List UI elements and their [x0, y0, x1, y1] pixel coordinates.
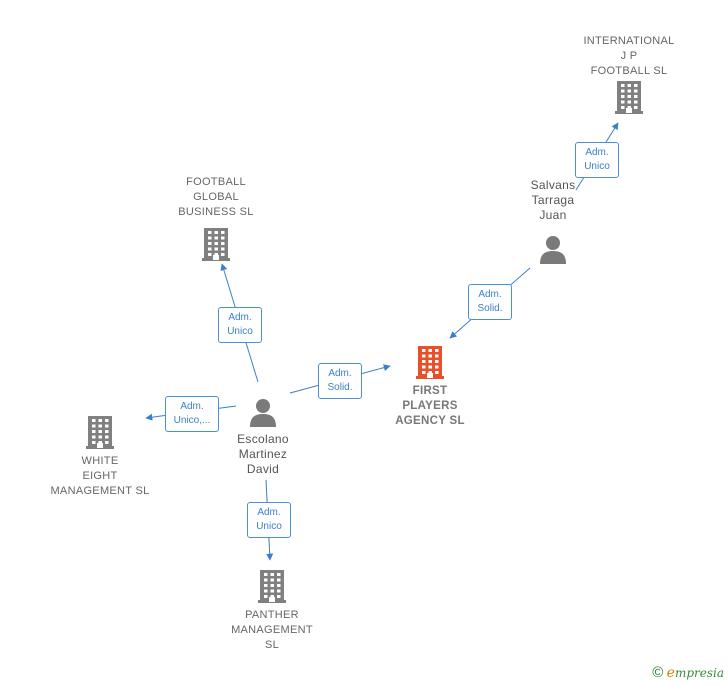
label-line: PANTHER — [245, 609, 299, 621]
edge-label-line: Solid. — [477, 303, 503, 314]
edge-label-line: Unico — [584, 161, 610, 172]
label-line: EIGHT — [82, 470, 118, 482]
edge-label-salvans-international[interactable]: Adm. Unico — [575, 142, 619, 178]
label-line: INTERNATIONAL — [583, 35, 675, 47]
edge-label-escolano-first[interactable]: Adm. Solid. — [318, 363, 362, 399]
label-line: J P — [620, 50, 638, 62]
building-icon — [86, 416, 114, 449]
brand-logo-text: mpresia — [674, 666, 724, 680]
person-icon — [250, 399, 276, 427]
label-line: Martinez — [238, 447, 288, 461]
node-football-global-business[interactable]: FOOTBALL GLOBAL BUSINESS SL — [161, 175, 271, 262]
building-icon — [258, 570, 286, 603]
edge-label-line: Unico — [227, 326, 253, 337]
edge-label-line: Adm. — [257, 507, 281, 518]
node-white-eight-management[interactable]: WHITE EIGHT MANAGEMENT SL — [45, 414, 155, 499]
node-salvans-tarraga-juan[interactable]: Salvans Tarraga Juan — [508, 178, 598, 265]
node-first-players-agency[interactable]: FIRST PLAYERS AGENCY SL — [378, 344, 482, 429]
label-line: MANAGEMENT — [231, 624, 313, 636]
label-line: BUSINESS SL — [178, 206, 254, 218]
person-icon — [540, 236, 566, 264]
node-international-jp-football[interactable]: INTERNATIONAL J P FOOTBALL SL — [574, 34, 684, 115]
label-line: MANAGEMENT SL — [50, 485, 150, 497]
node-label: WHITE EIGHT MANAGEMENT SL — [45, 454, 155, 499]
edge-label-line: Adm. — [585, 147, 609, 158]
node-label: Salvans Tarraga Juan — [508, 178, 598, 223]
node-label: PANTHER MANAGEMENT SL — [217, 608, 327, 653]
node-label: INTERNATIONAL J P FOOTBALL SL — [574, 34, 684, 79]
label-line: FIRST — [412, 385, 448, 397]
copyright-icon: © — [652, 664, 664, 681]
label-line: WHITE — [81, 455, 119, 467]
node-escolano-martinez-david[interactable]: Escolano Martinez David — [218, 396, 308, 477]
building-icon — [202, 228, 230, 261]
edge-label-line: Adm. — [478, 289, 502, 300]
node-label: Escolano Martinez David — [218, 432, 308, 477]
edge-label-line: Adm. — [180, 401, 204, 412]
label-line: David — [246, 462, 280, 476]
edge-label-line: Unico — [256, 521, 282, 532]
label-line: Tarraga — [531, 193, 575, 207]
label-line: Juan — [539, 208, 567, 222]
label-line: AGENCY SL — [395, 415, 465, 427]
label-line: Salvans — [530, 178, 576, 192]
node-label: FIRST PLAYERS AGENCY SL — [378, 384, 482, 429]
edge-label-escolano-panther[interactable]: Adm. Unico — [247, 502, 291, 538]
edge-label-line: Solid. — [327, 382, 353, 393]
node-label: FOOTBALL GLOBAL BUSINESS SL — [161, 175, 271, 220]
building-icon — [416, 346, 444, 379]
label-line: SL — [264, 639, 280, 651]
edge-label-line: Unico,... — [173, 415, 211, 426]
edge-label-salvans-first[interactable]: Adm. Solid. — [468, 284, 512, 320]
footer-copyright: © empresia — [652, 664, 724, 681]
edge-label-escolano-football[interactable]: Adm. Unico — [218, 307, 262, 343]
brand-logo-letter: e — [666, 665, 675, 681]
building-icon — [615, 81, 643, 114]
label-line: FOOTBALL — [186, 176, 246, 188]
node-panther-management[interactable]: PANTHER MANAGEMENT SL — [217, 568, 327, 653]
label-line: GLOBAL — [193, 191, 239, 203]
label-line: Escolano — [237, 432, 289, 446]
edge-label-escolano-white[interactable]: Adm. Unico,... — [165, 396, 219, 432]
edge-label-line: Adm. — [328, 368, 352, 379]
label-line: PLAYERS — [402, 400, 458, 412]
edge-label-line: Adm. — [228, 312, 252, 323]
label-line: FOOTBALL SL — [590, 65, 668, 77]
